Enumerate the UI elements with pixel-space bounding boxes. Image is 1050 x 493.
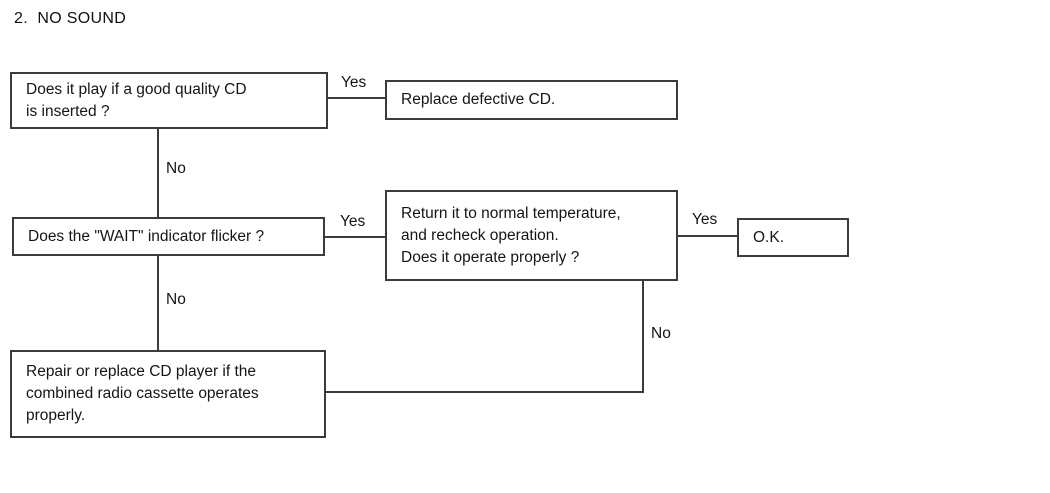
edge-label-yes-waitindicator: Yes: [340, 213, 366, 230]
connector-normaltemp-no-horizontal-to-repair: [326, 391, 644, 393]
flowchart-title: 2. NO SOUND: [14, 10, 127, 27]
connector-waitindicator-no-to-repair: [157, 256, 159, 350]
node-question-play-cd: Does it play if a good quality CD is ins…: [10, 72, 328, 129]
edge-label-no-normaltemp: No: [651, 325, 671, 342]
node-action-repair-cd-player-text: Repair or replace CD player if the combi…: [26, 363, 259, 424]
connector-normaltemp-no-vertical: [642, 281, 644, 393]
edge-label-no-waitindicator: No: [166, 291, 186, 308]
node-result-ok: O.K.: [737, 218, 849, 257]
connector-waitindicator-yes-to-normaltemp: [325, 236, 385, 238]
edge-label-no-playcd: No: [166, 160, 186, 177]
connector-playcd-yes-to-replacecd: [328, 97, 385, 99]
node-action-repair-cd-player: Repair or replace CD player if the combi…: [10, 350, 326, 438]
node-action-replace-cd: Replace defective CD.: [385, 80, 678, 120]
connector-playcd-no-to-waitindicator: [157, 129, 159, 217]
node-question-play-cd-text: Does it play if a good quality CD is ins…: [26, 80, 247, 120]
node-result-ok-text: O.K.: [753, 228, 785, 246]
edge-label-yes-normaltemp: Yes: [692, 211, 718, 228]
node-question-wait-indicator-text: Does the "WAIT" indicator flicker ?: [28, 227, 265, 245]
node-action-normal-temperature-text: Return it to normal temperature, and rec…: [401, 204, 621, 266]
node-action-replace-cd-text: Replace defective CD.: [401, 91, 556, 108]
connector-normaltemp-yes-to-ok: [678, 235, 737, 237]
node-question-wait-indicator: Does the "WAIT" indicator flicker ?: [12, 217, 325, 256]
edge-label-yes-playcd: Yes: [341, 74, 367, 91]
node-action-normal-temperature: Return it to normal temperature, and rec…: [385, 190, 678, 281]
